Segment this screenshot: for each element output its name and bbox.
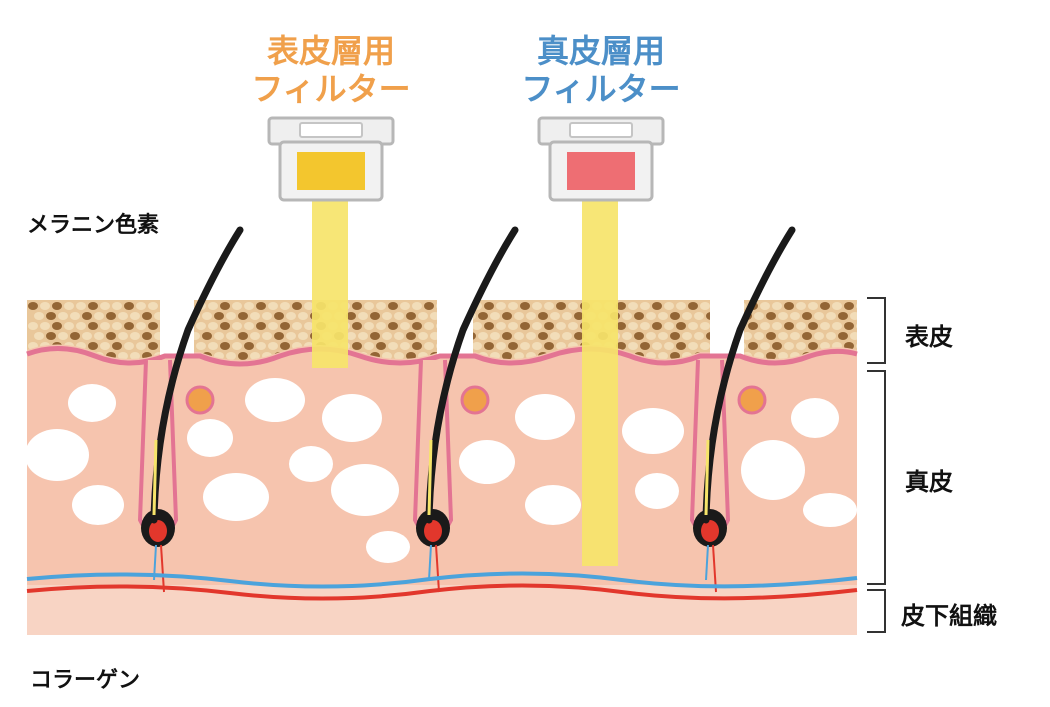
- collagen-label: コラーゲン: [30, 668, 141, 693]
- dermis-layer-label: 真皮: [905, 468, 953, 496]
- subcutaneous-bracket: [867, 589, 886, 633]
- dermis-filter-title: 真皮層用 フィルター: [511, 32, 691, 108]
- epidermis-filter-head: [267, 116, 395, 202]
- layer-brackets: [867, 297, 886, 633]
- epidermis-layer-label: 表皮: [905, 323, 953, 351]
- melanin-label: メラニン色素: [27, 213, 160, 238]
- epidermis-filter-line2: フィルター: [251, 70, 411, 108]
- hair-follicles: [137, 226, 796, 593]
- epidermis-light-beam: [312, 200, 348, 368]
- epidermis-filter-title: 表皮層用 フィルター: [241, 32, 421, 108]
- dermis-bracket: [867, 370, 886, 585]
- dermis-filter-line2: フィルター: [521, 70, 681, 108]
- epidermis-filter-line1: 表皮層用: [266, 32, 395, 70]
- blood-vessel-blue: [26, 571, 858, 589]
- hair-follicle: [137, 226, 244, 593]
- hair-follicle: [689, 226, 796, 593]
- epidermis-bracket: [867, 297, 886, 364]
- dermis-filter-head: [537, 116, 665, 202]
- dermis-light-beam: [582, 200, 618, 566]
- blood-vessel-red: [26, 583, 858, 601]
- hair-follicle: [412, 226, 519, 593]
- collagen-fibers: [27, 378, 857, 563]
- dermis-filter-line1: 真皮層用: [536, 32, 665, 70]
- subcutaneous-layer-label: 皮下組織: [901, 602, 997, 630]
